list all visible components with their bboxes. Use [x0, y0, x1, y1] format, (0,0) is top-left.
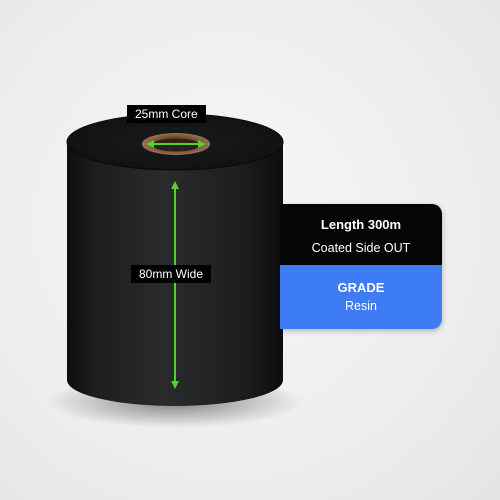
ribbon-width-label: 80mm Wide	[131, 265, 212, 283]
spec-card-grade-section: GRADE Resin	[280, 265, 442, 329]
grade-value: Resin	[345, 299, 377, 313]
length-text: Length 300m	[320, 217, 402, 232]
spec-card-length-section: Length 300m Coated Side OUT	[280, 204, 442, 265]
coating-text: Coated Side OUT	[311, 241, 411, 255]
core-size-label: 25mm Core	[127, 105, 206, 123]
spec-card: Length 300m Coated Side OUT GRADE Resin	[280, 204, 442, 329]
grade-heading: GRADE	[337, 280, 385, 295]
